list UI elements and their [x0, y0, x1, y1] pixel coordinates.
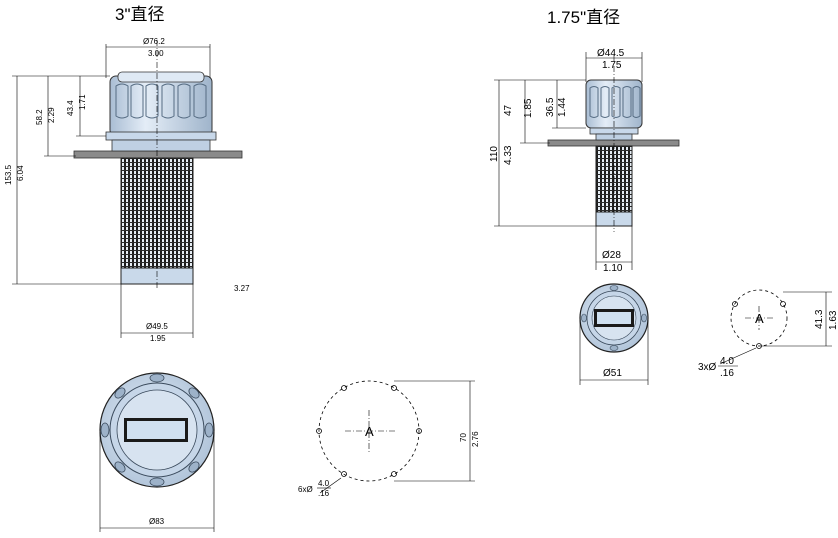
right-cap-inner-mm: 36.5	[545, 97, 556, 117]
right-cap-outer-in: 1.85	[523, 98, 534, 118]
right-top-dia-mm: Ø44.5	[597, 48, 625, 59]
left-bolt-circle-in: 2.76	[471, 431, 480, 447]
left-bottom-dia-mm: Ø49.5	[146, 322, 168, 331]
right-top-dia-in: 1.75	[602, 60, 622, 71]
left-cap-inner-mm: 43.4	[66, 100, 75, 116]
right-top-view: Ø51	[579, 283, 649, 385]
right-total-height-mm: 110	[489, 146, 500, 162]
left-cap-outer-in: 2.29	[47, 107, 56, 123]
left-bottom-dia-in: 1.95	[150, 334, 166, 343]
left-total-height-mm: 153.5	[4, 164, 13, 185]
right-bolt-pattern: A 41.3 1.63 3xØ 4.0 .16	[698, 289, 838, 379]
left-bolt-circle-mm: 70	[459, 433, 468, 442]
right-bolt-circle-in: 1.63	[828, 310, 838, 330]
right-cap-inner-in: 1.44	[557, 97, 568, 117]
left-bolt-pattern: A 70 2.76 6xØ 4.0 .16	[298, 380, 480, 498]
left-total-height-in: 6.04	[16, 165, 25, 181]
right-holes-in: .16	[720, 368, 734, 379]
left-side-view: Ø76.2 3.00 153.5 6.04 58.2 2.29 43.4 1.7…	[4, 37, 250, 343]
left-holes-count: 6xØ	[298, 485, 313, 494]
right-holes-mm: 4.0	[720, 356, 734, 367]
mounting-plate	[73, 150, 243, 159]
right-cap-dia: Ø51	[603, 368, 622, 379]
left-top-view: Ø83	[99, 372, 215, 532]
left-cap-outer-mm: 58.2	[35, 109, 44, 125]
right-mounting-plate	[547, 139, 680, 147]
left-cap-inner-in: 1.71	[78, 94, 87, 110]
left-holes-mm: 4.0	[318, 479, 330, 488]
left-cap-dia: Ø83	[149, 517, 165, 526]
right-cap-outer-mm: 47	[503, 104, 514, 116]
right-bolt-circle-mm: 41.3	[814, 309, 825, 329]
right-center-label: A	[755, 311, 764, 326]
left-top-dia-mm: Ø76.2	[143, 37, 165, 46]
right-title: 1.75"直径	[547, 8, 620, 27]
left-holes-in: .16	[318, 489, 330, 498]
right-total-height-in: 4.33	[503, 145, 514, 165]
left-center-label: A	[365, 424, 374, 439]
left-side-note: 3.27	[234, 284, 250, 293]
right-bottom-dia-in: 1.10	[603, 263, 623, 274]
left-top-dia-in: 3.00	[148, 49, 164, 58]
right-bottom-dia-mm: Ø28	[602, 250, 621, 261]
right-side-view: Ø44.5 1.75 110 4.33 47 1.85 36.5 1.44 Ø2…	[489, 48, 680, 274]
left-title: 3"直径	[115, 5, 165, 24]
right-holes-count: 3xØ	[698, 362, 717, 373]
